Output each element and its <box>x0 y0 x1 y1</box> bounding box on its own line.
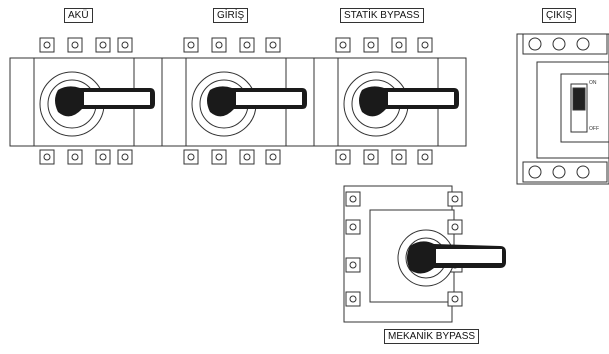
label-mekanik-bypass: MEKANİK BYPASS <box>384 329 480 344</box>
label-giris: GİRİŞ <box>213 8 249 23</box>
aku-switch <box>9 37 163 165</box>
mekanik-bypass-switch <box>343 185 506 323</box>
label-statik-bypass: STATİK BYPASS <box>340 8 424 23</box>
statik-bypass-switch <box>313 37 467 165</box>
cikis-breaker: ON OFF <box>516 33 609 185</box>
label-cikis: ÇIKIŞ <box>542 8 577 23</box>
giris-switch <box>161 37 315 165</box>
breaker-on-text: ON <box>589 80 597 86</box>
label-aku: AKÜ <box>64 8 93 23</box>
breaker-off-text: OFF <box>589 126 599 132</box>
